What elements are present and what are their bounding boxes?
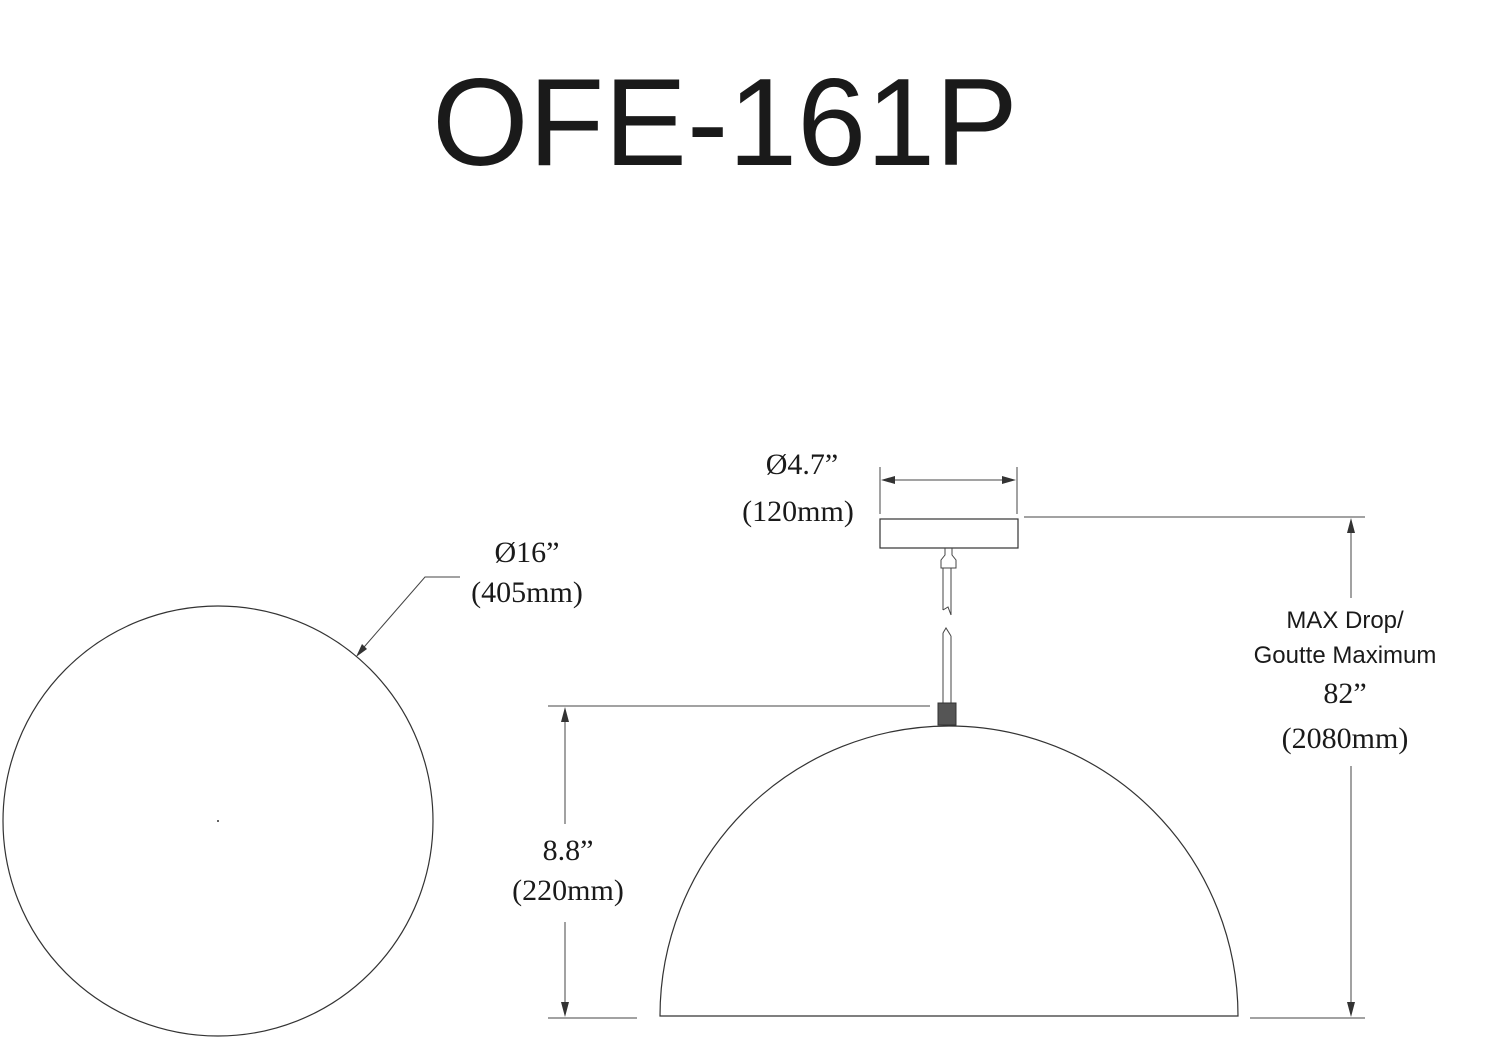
center-point	[217, 820, 219, 822]
canopy	[879, 518, 1019, 549]
side-view: Ø4.7” (120mm) 8.8” (220mm)	[512, 448, 1437, 1019]
dome-shade	[659, 725, 1239, 1017]
shade-height-metric: (220mm)	[512, 874, 624, 907]
canopy-diameter-imperial: Ø4.7”	[766, 448, 838, 481]
model-title: OFE-161P	[432, 54, 1018, 192]
top-diameter-imperial: Ø16”	[495, 536, 560, 569]
shade-height-arrow-top	[561, 707, 569, 722]
top-view: Ø16” (405mm)	[2, 536, 583, 1037]
max-drop-metric: (2080mm)	[1282, 722, 1409, 755]
pendant-stem	[937, 548, 957, 726]
shade-height-arrow-bottom	[561, 1002, 569, 1017]
shade-socket-cap	[937, 702, 957, 726]
max-drop-label-2: Goutte Maximum	[1254, 642, 1437, 669]
canopy-diameter-metric: (120mm)	[742, 495, 854, 528]
shade-top-circle	[2, 605, 434, 1037]
max-drop-arrow-top	[1347, 518, 1355, 533]
max-drop-label-1: MAX Drop/	[1286, 607, 1404, 634]
top-diameter-metric: (405mm)	[471, 576, 583, 609]
canopy-arrow-left	[881, 476, 895, 484]
stem-break-lower	[942, 627, 952, 637]
canopy-fitting	[940, 548, 957, 569]
diameter-leader-line	[357, 576, 460, 655]
shade-height-imperial: 8.8”	[543, 834, 594, 867]
max-drop-arrow-bottom	[1347, 1002, 1355, 1017]
max-drop-imperial: 82”	[1323, 677, 1366, 710]
canopy-arrow-right	[1002, 476, 1016, 484]
stem-break-upper	[942, 606, 952, 616]
diameter-leader-arrow	[356, 644, 367, 657]
